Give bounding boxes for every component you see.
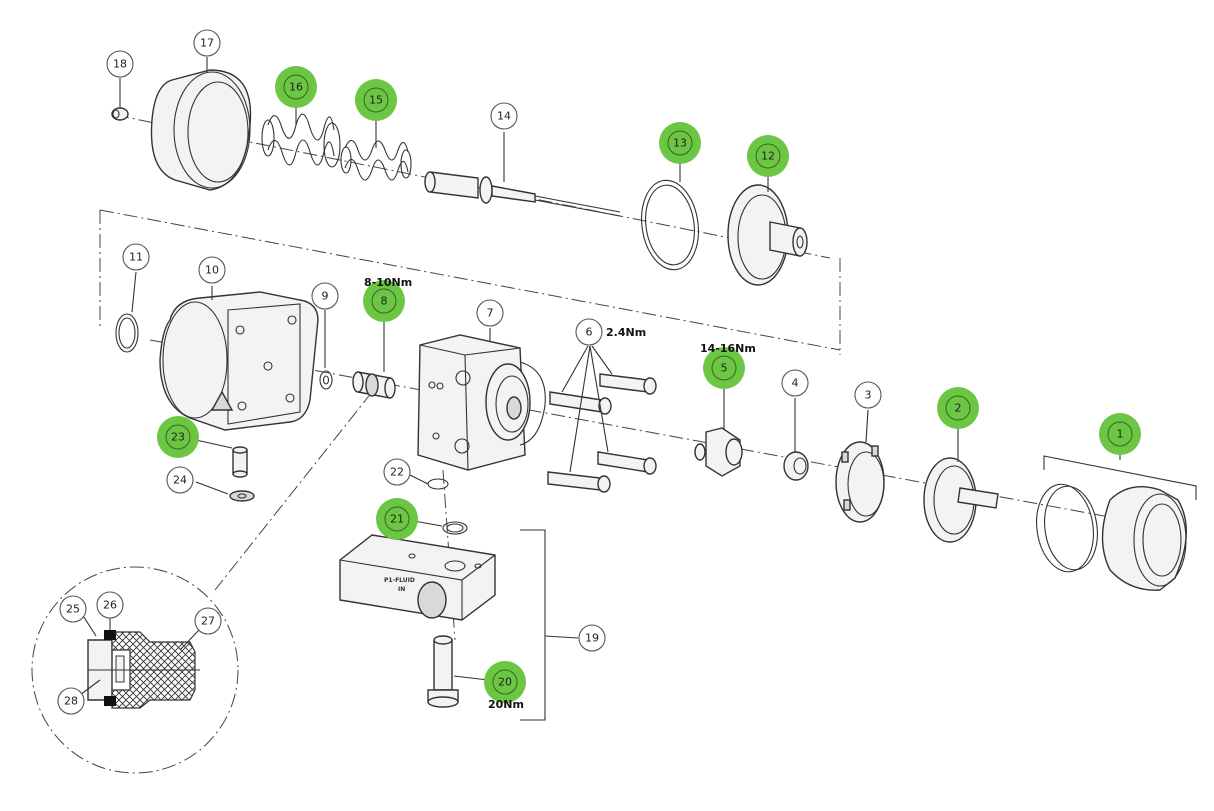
balloon-24: 24 <box>166 466 194 494</box>
svg-text:9: 9 <box>322 290 329 303</box>
balloon-6: 6 <box>575 318 603 346</box>
part-11-oring <box>115 313 139 353</box>
torque-label-part-5: 14-16Nm <box>700 342 756 355</box>
balloon-20: 20 <box>484 661 526 703</box>
svg-text:14: 14 <box>497 110 511 123</box>
balloon-2: 2 <box>937 387 979 429</box>
svg-text:3: 3 <box>865 389 872 402</box>
balloon-16: 16 <box>275 66 317 108</box>
balloon-11: 11 <box>122 243 150 271</box>
balloon-18: 18 <box>106 50 134 78</box>
manifold-label-line1: P1-FLUID <box>384 577 415 584</box>
part-7-main-body <box>417 334 546 471</box>
bracket-part-19 <box>520 529 546 721</box>
leader-lines <box>79 57 1121 696</box>
part-6-screws <box>547 373 657 493</box>
balloon-15: 15 <box>355 79 397 121</box>
balloon-27: 27 <box>194 607 222 635</box>
balloon-19: 19 <box>578 624 606 652</box>
part-3-cage <box>835 441 885 523</box>
part-20-screw <box>427 635 459 708</box>
part-2-cap <box>923 457 999 543</box>
part-1-union-nut <box>1036 483 1187 591</box>
balloon-13: 13 <box>659 122 701 164</box>
balloon-5: 5 <box>703 347 745 389</box>
manifold-label-line2: IN <box>398 586 405 593</box>
svg-text:12: 12 <box>761 150 775 163</box>
part-23-fitting <box>232 446 248 478</box>
svg-text:4: 4 <box>792 377 799 390</box>
torque-label-part-20: 20Nm <box>488 698 524 711</box>
part-16-large-spring <box>261 113 341 168</box>
balloon-14: 14 <box>490 102 518 130</box>
balloon-9: 9 <box>311 282 339 310</box>
balloon-8: 8 <box>363 280 405 322</box>
part-5-valve-seat <box>694 427 743 477</box>
svg-text:10: 10 <box>205 264 219 277</box>
part-21-oring <box>442 521 468 535</box>
part-14-plunger <box>424 171 621 217</box>
part-24-washer <box>229 490 255 502</box>
part-4-insert <box>783 451 809 481</box>
detail-view <box>31 566 239 774</box>
svg-text:25: 25 <box>66 603 80 616</box>
part-13-large-oring <box>641 179 699 271</box>
balloon-28: 28 <box>57 687 85 715</box>
balloon-17: 17 <box>193 29 221 57</box>
svg-text:20: 20 <box>498 676 512 689</box>
svg-text:19: 19 <box>585 632 599 645</box>
part-12-diaphragm <box>727 184 808 286</box>
svg-text:6: 6 <box>586 326 593 339</box>
part-22-oring <box>427 478 449 490</box>
bracket-part-1 <box>1043 455 1197 500</box>
balloon-23: 23 <box>157 416 199 458</box>
part-9-washer <box>319 370 333 390</box>
balloon-22: 22 <box>383 458 411 486</box>
svg-text:5: 5 <box>721 362 728 375</box>
balloon-26: 26 <box>96 591 124 619</box>
svg-text:24: 24 <box>173 474 187 487</box>
svg-text:17: 17 <box>200 37 214 50</box>
torque-label-part-8: 8-10Nm <box>364 276 412 289</box>
svg-text:13: 13 <box>673 137 687 150</box>
part-17-cover <box>150 69 252 191</box>
svg-text:15: 15 <box>369 94 383 107</box>
svg-text:18: 18 <box>113 58 127 71</box>
balloon-25: 25 <box>59 595 87 623</box>
svg-text:2: 2 <box>955 402 962 415</box>
torque-label-part-6: 2.4Nm <box>606 326 646 339</box>
svg-text:8: 8 <box>381 295 388 308</box>
balloon-4: 4 <box>781 369 809 397</box>
svg-text:21: 21 <box>390 513 404 526</box>
svg-text:1: 1 <box>1117 428 1124 441</box>
svg-text:26: 26 <box>103 599 117 612</box>
svg-text:28: 28 <box>64 695 78 708</box>
part-15-small-spring <box>340 139 412 181</box>
part-18-cap <box>111 107 129 121</box>
balloon-12: 12 <box>747 135 789 177</box>
balloon-3: 3 <box>854 381 882 409</box>
svg-text:7: 7 <box>487 307 494 320</box>
svg-text:11: 11 <box>129 251 143 264</box>
balloon-7: 7 <box>476 299 504 327</box>
part-8-fitting <box>352 371 396 399</box>
balloon-21: 21 <box>376 498 418 540</box>
part-19-manifold: P1-FLUID IN <box>339 534 496 621</box>
svg-text:27: 27 <box>201 615 215 628</box>
svg-text:22: 22 <box>390 466 404 479</box>
part-10-body-cover <box>159 291 319 431</box>
balloon-1: 1 <box>1099 413 1141 455</box>
svg-text:16: 16 <box>289 81 303 94</box>
balloon-10: 10 <box>198 256 226 284</box>
svg-text:23: 23 <box>171 431 185 444</box>
